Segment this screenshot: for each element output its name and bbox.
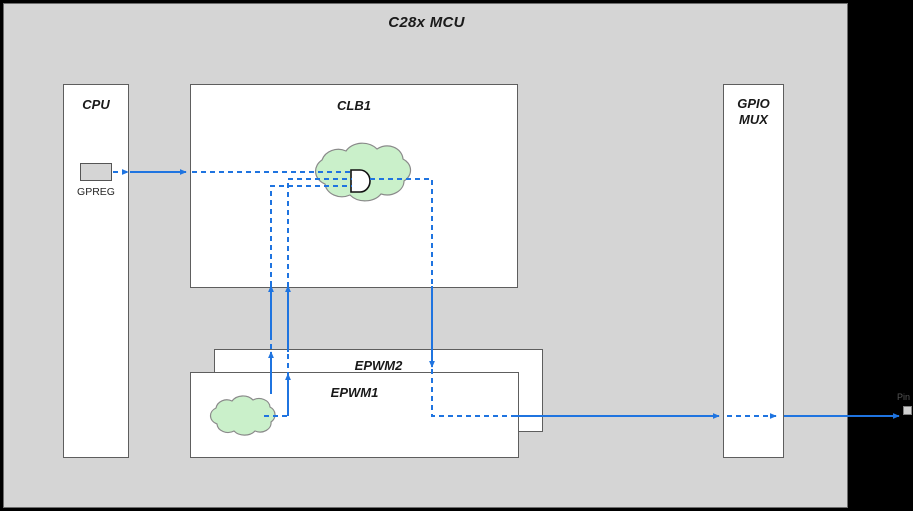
mcu-title: C28x MCU [388, 14, 465, 31]
gpio-mux-block-label: GPIO MUX [724, 96, 783, 129]
clb1-block-label: CLB1 [337, 98, 371, 113]
gpio-mux-label-line1: GPIO [737, 96, 770, 111]
gpreg-register[interactable] [80, 163, 112, 181]
clb1-block[interactable]: CLB1 [190, 84, 518, 288]
cpu-block[interactable]: CPU [63, 84, 129, 458]
pin-pad[interactable] [903, 406, 912, 415]
epwm1-block-label: EPWM1 [330, 385, 379, 400]
pin-label: Pin [897, 392, 911, 402]
gpio-mux-block[interactable]: GPIO MUX [723, 84, 784, 458]
gpreg-label: GPREG [77, 186, 115, 198]
gpio-mux-label-line2: MUX [739, 112, 768, 128]
cpu-block-label: CPU [82, 97, 110, 112]
epwm1-block[interactable]: EPWM1 [190, 372, 519, 458]
